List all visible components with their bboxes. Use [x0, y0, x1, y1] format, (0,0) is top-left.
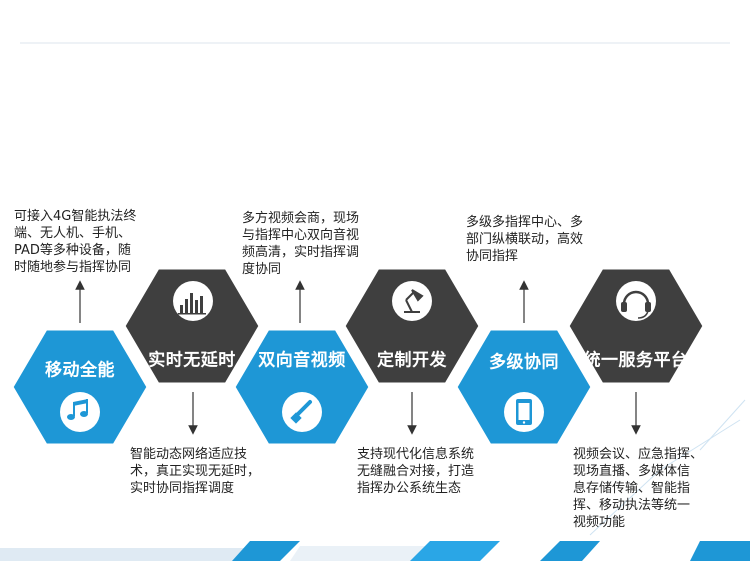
hex-realtime	[122, 266, 262, 386]
hex-platform	[566, 266, 706, 386]
hex-title-multilevel: 多级协同	[489, 352, 559, 373]
icon-circle-6	[616, 281, 656, 321]
hex-title-platform: 统一服务平台	[583, 350, 689, 371]
hex-title-realtime: 实时无延时	[148, 350, 236, 371]
hex-title-mobile: 移动全能	[45, 360, 115, 381]
headset-icon	[621, 290, 651, 319]
bar-chart-icon	[178, 293, 206, 315]
desc-realtime: 智能动态网络适应技 术，真正实现无延时， 实时协同指挥调度	[130, 447, 261, 496]
smartphone-icon	[516, 399, 532, 425]
desc-platform: 视频会议、应急指挥、 现场直播、多媒体信 息存储传输、智能指 挥、移动执法等统一…	[573, 447, 704, 530]
desc-mobile: 可接入4G智能执法终 端、无人机、手机、 PAD等多种设备，随 时随地参与指挥协…	[14, 209, 137, 275]
hex-mobile	[10, 327, 150, 447]
hex-title-av: 双向音视频	[258, 350, 346, 371]
top-divider	[20, 42, 730, 44]
desk-lamp-icon	[404, 289, 424, 313]
desc-custom: 支持现代化信息系统 无缝融合对接，打造 指挥办公系统生态	[357, 447, 475, 496]
hex-multilevel	[454, 327, 594, 447]
music-note-icon	[67, 399, 88, 420]
brush-icon	[290, 400, 312, 424]
icon-circle-4	[392, 281, 432, 321]
hex-custom	[342, 266, 482, 386]
desc-multilevel: 多级多指挥中心、多 部门纵横联动，高效 协同指挥	[466, 215, 584, 264]
icon-circle-1	[60, 392, 100, 432]
desc-av: 多方视频会商，现场 与指挥中心双向音视 频高清，实时指挥调 度协同	[242, 211, 360, 277]
hex-av	[232, 327, 372, 447]
hex-title-custom: 定制开发	[377, 350, 447, 371]
